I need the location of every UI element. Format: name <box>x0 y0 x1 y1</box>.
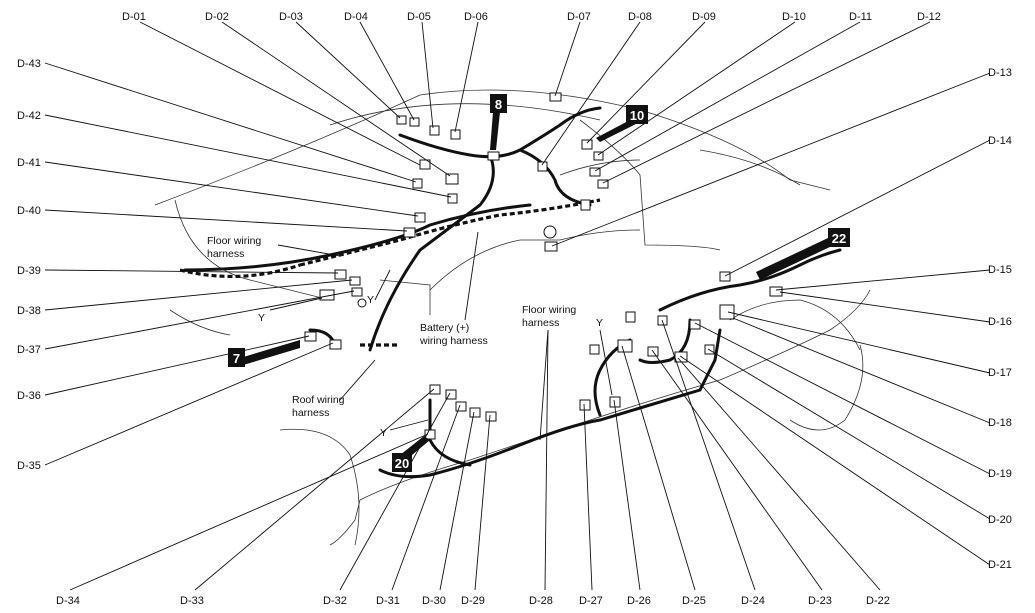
connector-label-d25: D-25 <box>682 595 706 607</box>
connector-blocks <box>304 92 783 440</box>
y-marker: Y <box>258 312 265 324</box>
connector-label-d24: D-24 <box>741 595 765 607</box>
badge-8-text: 8 <box>495 97 502 112</box>
connector-label-d15: D-15 <box>988 264 1012 276</box>
connector-label-d36: D-36 <box>17 390 41 402</box>
badge-7-text: 7 <box>233 351 240 366</box>
y-marker: Y <box>380 427 387 439</box>
connector-label-d14: D-14 <box>988 135 1012 147</box>
connector-label-d02: D-02 <box>205 11 229 23</box>
floor-harness-right-line1: Floor wiring <box>522 304 576 316</box>
connector-label-d31: D-31 <box>376 595 400 607</box>
connector-label-d22: D-22 <box>866 595 890 607</box>
connector-label-d28: D-28 <box>529 595 553 607</box>
badge-22-text: 22 <box>832 231 846 246</box>
battery-harness-line2: wiring harness <box>419 335 488 347</box>
badge-20: 20 <box>392 436 430 472</box>
connector-label-d26: D-26 <box>627 595 651 607</box>
connector-label-d20: D-20 <box>988 514 1012 526</box>
badge-22: 22 <box>756 228 850 280</box>
connector-labels-left: D-35 D-36 D-37 D-38 D-39 D-40 D-41 D-42 … <box>17 58 41 472</box>
connector-label-d32: D-32 <box>323 595 347 607</box>
connector-label-d21: D-21 <box>988 559 1012 571</box>
y-marker: Y <box>367 294 374 306</box>
connector-label-d42: D-42 <box>17 110 41 122</box>
floor-harness-right-line2: harness <box>522 317 559 329</box>
connector-label-d06: D-06 <box>464 11 488 23</box>
floor-harness-left-line2: harness <box>207 248 244 260</box>
connector-label-d37: D-37 <box>17 344 41 356</box>
roof-harness-line2: harness <box>292 407 329 419</box>
connector-label-d30: D-30 <box>422 595 446 607</box>
badge-10: 10 <box>596 105 648 142</box>
connector-label-d11: D-11 <box>849 11 872 23</box>
connector-label-d10: D-10 <box>782 11 806 23</box>
connector-label-d23: D-23 <box>808 595 832 607</box>
connector-label-d27: D-27 <box>579 595 603 607</box>
connector-label-d12: D-12 <box>917 11 941 23</box>
connector-label-d05: D-05 <box>407 11 431 23</box>
connector-label-d09: D-09 <box>692 11 716 23</box>
connector-labels-bottom: D-22 D-23 D-24 D-25 D-26 D-27 D-28 D-29 … <box>56 595 890 607</box>
badge-10-text: 10 <box>630 108 644 123</box>
connector-label-d13: D-13 <box>988 67 1012 79</box>
harness-labels: Floor wiring harness Floor wiring harnes… <box>207 235 576 419</box>
y-marker: Y <box>596 317 603 329</box>
vehicle-body-outline <box>154 89 871 546</box>
connector-label-d03: D-03 <box>279 11 303 23</box>
connector-label-d04: D-04 <box>344 11 368 23</box>
connector-labels-top: D-01 D-02 D-03 D-04 D-05 D-06 D-07 D-08 … <box>122 11 941 23</box>
connector-label-d18: D-18 <box>988 417 1012 429</box>
battery-harness-line1: Battery (+) <box>420 322 469 334</box>
badge-20-text: 20 <box>395 456 409 471</box>
harness-runs <box>179 106 842 479</box>
connector-label-d34: D-34 <box>56 595 80 607</box>
connector-label-d08: D-08 <box>628 11 652 23</box>
roof-harness-line1: Roof wiring <box>292 394 345 406</box>
connector-label-d17: D-17 <box>988 367 1012 379</box>
leader-lines <box>44 21 991 591</box>
floor-harness-left-line1: Floor wiring <box>207 235 261 247</box>
connector-label-d35: D-35 <box>17 460 41 472</box>
connector-label-d41: D-41 <box>17 157 41 169</box>
y-markers: Y Y Y Y <box>258 294 603 439</box>
connector-label-d43: D-43 <box>17 58 41 70</box>
connector-label-d16: D-16 <box>988 316 1012 328</box>
connector-label-d33: D-33 <box>180 595 204 607</box>
badge-7: 7 <box>228 340 300 367</box>
connector-label-d38: D-38 <box>17 305 41 317</box>
badge-8: 8 <box>490 94 507 150</box>
connector-label-d01: D-01 <box>122 11 146 23</box>
connector-label-d07: D-07 <box>567 11 591 23</box>
connector-label-d29: D-29 <box>461 595 485 607</box>
connector-label-d19: D-19 <box>988 468 1012 480</box>
connector-label-d40: D-40 <box>17 205 41 217</box>
connector-label-d39: D-39 <box>17 265 41 277</box>
connector-labels-right: D-13 D-14 D-15 D-16 D-17 D-18 D-19 D-20 … <box>988 67 1012 571</box>
